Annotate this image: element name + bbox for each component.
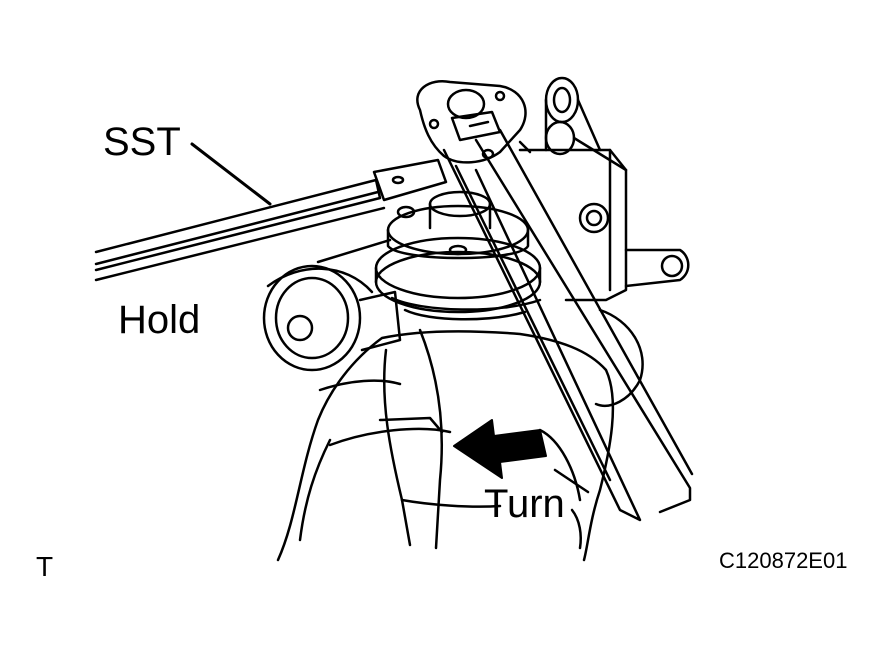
ratchet-wrench: [416, 80, 694, 522]
hold-label: Hold: [118, 298, 201, 342]
sst-holding-tool: [94, 142, 448, 282]
left-side-boss: [262, 238, 402, 372]
sst-label: SST: [103, 120, 181, 164]
turn-label: Turn: [484, 482, 565, 526]
differential-housing: [276, 328, 615, 562]
figure-code: C120872E01: [719, 548, 848, 573]
companion-flange: [374, 190, 542, 321]
corner-mark: T: [36, 551, 54, 582]
arrow-left-icon: [453, 419, 547, 479]
